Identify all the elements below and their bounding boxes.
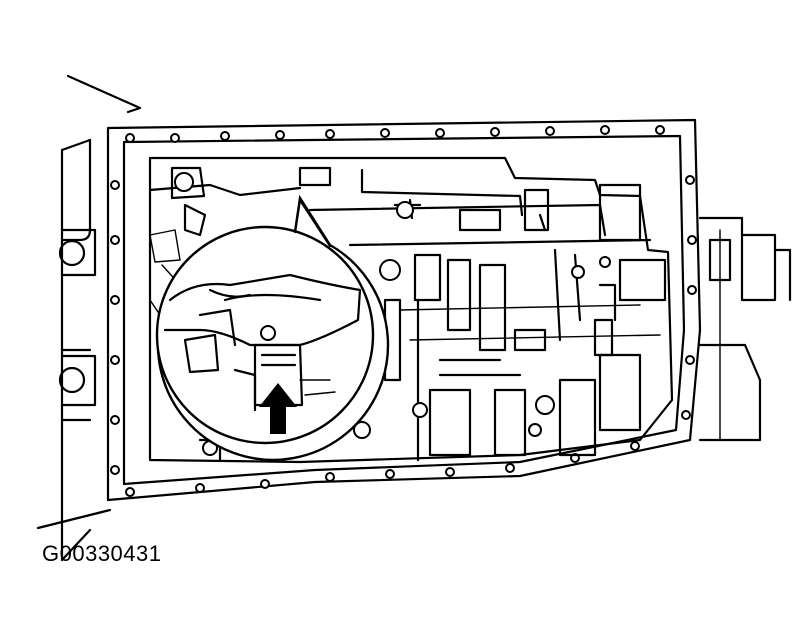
detail-callout (155, 194, 390, 462)
flange-bolt-hole (630, 441, 640, 451)
flange-bolt-holes (110, 125, 697, 497)
pointer-arrow (259, 383, 297, 434)
flange-bolt-hole (125, 133, 135, 143)
flange-bolt-hole (110, 235, 120, 245)
flange-bolt-hole (380, 128, 390, 138)
output-housing (698, 216, 792, 442)
valve-body (148, 156, 674, 464)
flange-bolt-hole (325, 129, 335, 139)
flange-bolt-hole (685, 355, 695, 365)
flange-bolt-hole (325, 472, 335, 482)
flange-bolt-hole (687, 235, 697, 245)
flange-bolt-hole (545, 126, 555, 136)
flange-bolt-hole (110, 465, 120, 475)
case-mounting-lug (58, 228, 97, 407)
flange-bolt-hole (600, 125, 610, 135)
flange-bolt-hole (490, 127, 500, 137)
flange-bolt-hole (505, 463, 515, 473)
flange-bolt-hole (435, 128, 445, 138)
flange-bolt-hole (275, 130, 285, 140)
flange-bolt-hole (170, 133, 180, 143)
flange-bolt-hole (220, 131, 230, 141)
flange-bolt-hole (110, 355, 120, 365)
flange-bolt-hole (110, 295, 120, 305)
flange-bolt-hole (385, 469, 395, 479)
flange-bolt-hole (195, 483, 205, 493)
flange-bolt-hole (681, 410, 691, 420)
flange-bolt-hole (260, 479, 270, 489)
figure-id-label: G00330431 (42, 541, 162, 566)
flange-bolt-hole (125, 487, 135, 497)
flange-bolt-hole (685, 175, 695, 185)
flange-bolt-hole (445, 467, 455, 477)
flange-bolt-hole (687, 285, 697, 295)
flange-bolt-hole (655, 125, 665, 135)
flange-bolt-hole (110, 415, 120, 425)
flange-bolt-hole (110, 180, 120, 190)
